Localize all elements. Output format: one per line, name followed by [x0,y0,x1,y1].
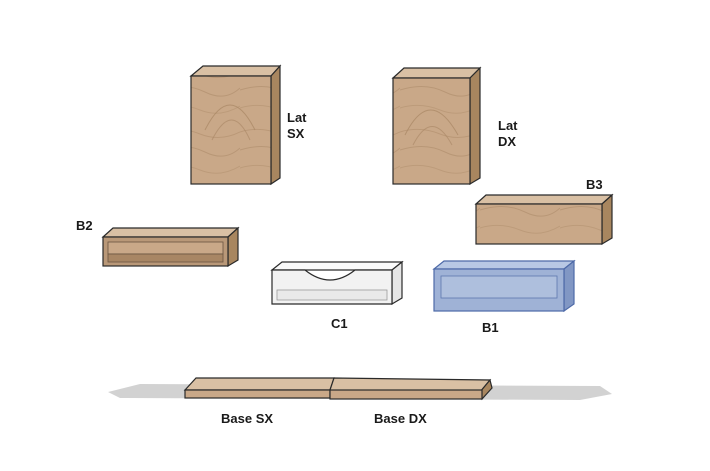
label-lat-dx-line1: Lat [498,118,518,133]
drawer-c1 [270,260,404,306]
label-lat-sx: Lat SX [287,110,307,142]
side-panel-left [189,64,282,186]
label-c1: C1 [331,316,348,331]
panel-b3 [474,193,614,246]
side-panel-right [391,66,482,186]
label-lat-dx-line2: DX [498,134,517,149]
label-lat-sx-line1: Lat [287,110,307,125]
label-lat-dx: Lat DX [498,118,518,150]
panel-b1 [432,259,576,313]
label-base-dx: Base DX [374,411,427,426]
label-b1: B1 [482,320,499,335]
panel-b2 [101,226,240,268]
label-b3: B3 [586,177,603,192]
label-b2: B2 [76,218,93,233]
label-lat-sx-line2: SX [287,126,305,141]
label-base-sx: Base SX [221,411,274,426]
base-boards [183,377,493,401]
